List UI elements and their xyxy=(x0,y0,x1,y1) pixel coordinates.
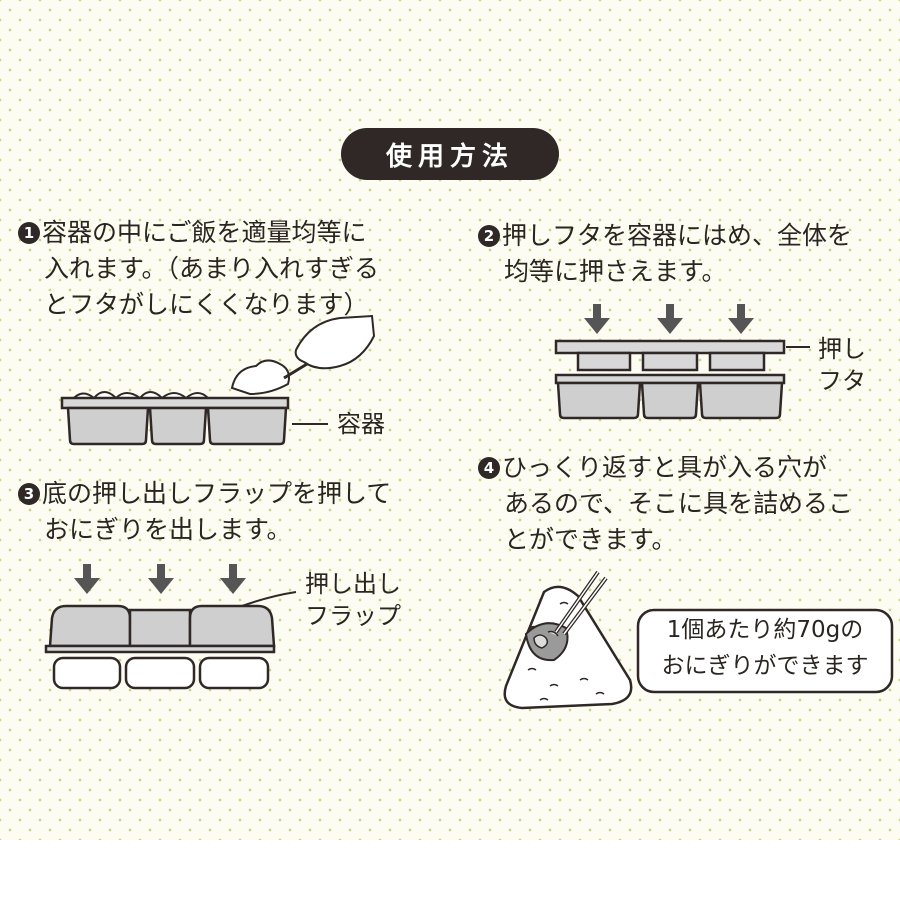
step-4-line-3: とができます。 xyxy=(504,525,677,554)
step-4-line-1: ひっくり返すと具が入る穴が xyxy=(502,453,828,482)
step-1-line-2: 入れます。（あまり入れすぎる xyxy=(44,254,380,283)
hand-spoon-illustration xyxy=(230,314,376,396)
push-lid-label: 押し フタ xyxy=(818,333,866,397)
container-label: 容器 xyxy=(337,410,385,438)
down-arrow-icons xyxy=(584,304,754,334)
onigiri-illustration xyxy=(503,570,633,710)
down-arrow-icons-2 xyxy=(74,564,246,594)
step-3-number: 3 xyxy=(18,483,40,505)
step-3-line-2: おにぎりを出します。 xyxy=(44,515,292,544)
yield-note: 1個あたり約70gの おにぎりができます xyxy=(640,612,890,690)
push-lid-illustration xyxy=(554,304,810,420)
push-flap-illustration xyxy=(44,564,297,690)
yield-note-line-1: 1個あたり約70gの xyxy=(666,617,864,643)
rice-container-illustration xyxy=(60,391,328,446)
step-1-line-3: とフタがしにくくなります） xyxy=(44,290,369,319)
step-1-line-1: 容器の中にご飯を適量均等に xyxy=(42,218,367,247)
step-4-line-2: あるので、そこに具を詰めるこ xyxy=(504,489,854,518)
page-title: 使用方法 xyxy=(341,128,559,180)
push-lid-label-line-1: 押し xyxy=(818,335,866,363)
push-flap-label-line-1: 押し出し xyxy=(305,570,401,598)
yield-note-border xyxy=(636,608,894,694)
push-flap-label-line-2: フラップ xyxy=(305,602,401,630)
push-lid-label-line-2: フタ xyxy=(818,367,866,395)
step-4-number: 4 xyxy=(478,457,500,479)
step-1-number: 1 xyxy=(18,222,40,244)
step-3-line-1: 底の押し出しフラップを押して xyxy=(42,479,392,508)
yield-note-line-2: おにぎりができます xyxy=(661,653,869,679)
step-2-number: 2 xyxy=(478,225,500,247)
step-2-line-2: 均等に押さえます。 xyxy=(504,257,727,286)
push-flap-label: 押し出し フラップ xyxy=(305,568,401,632)
step-2-line-1: 押しフタを容器にはめ、全体を xyxy=(502,221,853,250)
